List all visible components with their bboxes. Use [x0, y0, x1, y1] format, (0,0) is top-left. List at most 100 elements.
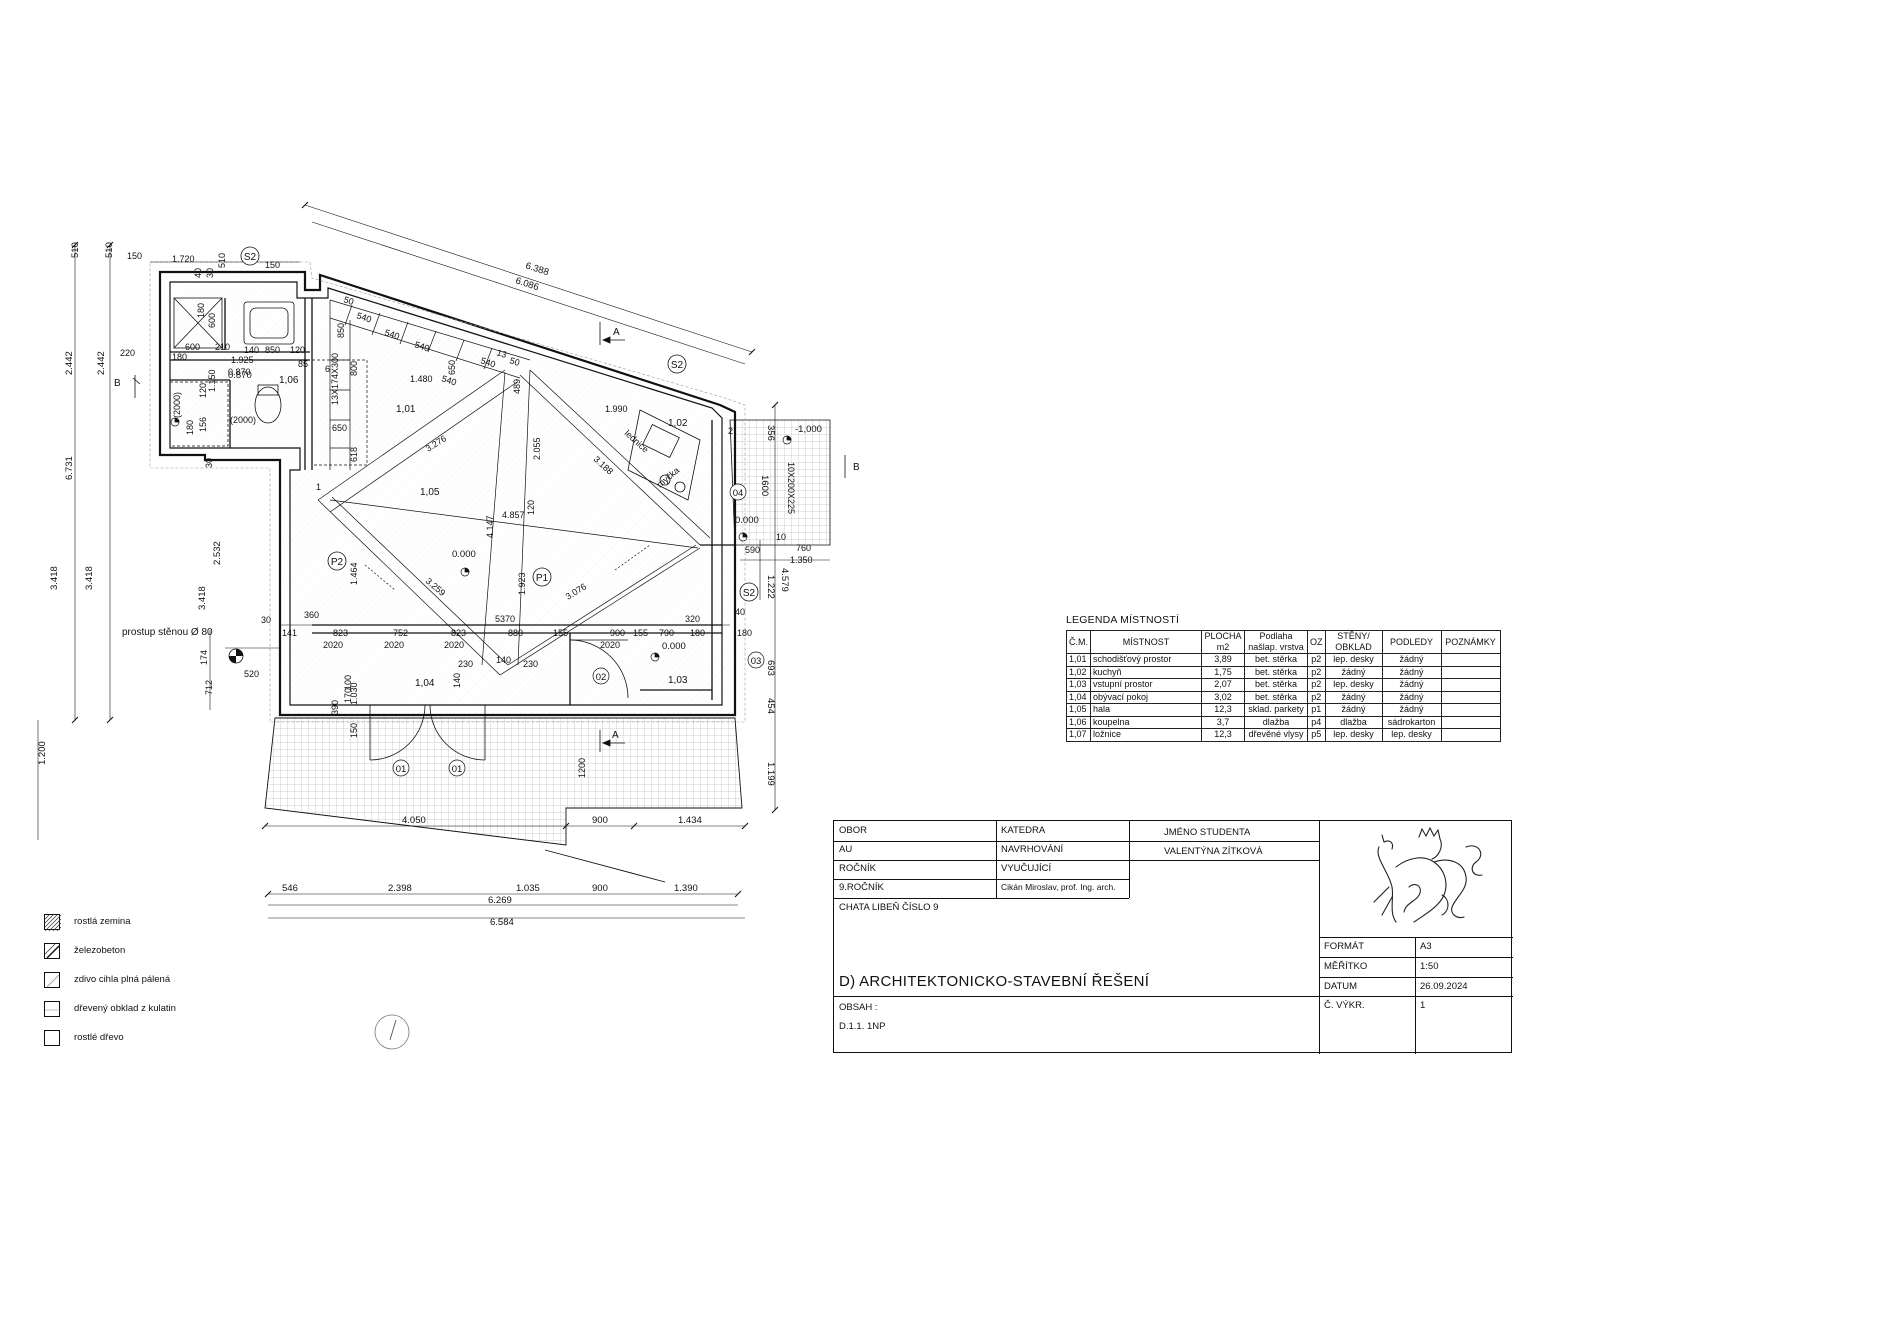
room-legend-cell: vstupní prostor [1090, 678, 1202, 692]
rocnik-value: 9.ROČNÍK [839, 882, 884, 893]
room-legend-cell: dřevěné vlysy [1244, 728, 1308, 742]
hatch-wood-icon [44, 1030, 60, 1046]
room-legend-cell [1440, 653, 1501, 667]
room-legend-cell: žádný [1381, 690, 1442, 704]
dim-bottom2-1035: 1.035 [516, 883, 540, 894]
dim-int: 752 [393, 628, 408, 638]
dim-right-454: 454 [765, 698, 776, 714]
room-legend-cell: 1,01 [1066, 653, 1091, 667]
dim-int: 520 [244, 669, 259, 679]
dim-int: 790 [659, 628, 674, 638]
dim-int: 360 [304, 610, 319, 620]
dim-int: 1.030 [349, 682, 359, 705]
room-legend-cell: sklad. parkety [1244, 703, 1308, 717]
room-id-1-02: 1,02 [668, 418, 688, 429]
dim-int: 13 [495, 347, 508, 360]
door-ids: 01 01 02 03 04 [392, 483, 765, 777]
dim-int: 1.480 [410, 374, 433, 384]
diagonal-beams [317, 369, 711, 676]
room-ids: 1,06 1,01 1,02 1,05 1,04 1,03 [279, 375, 688, 689]
dim-int: 174 [199, 650, 209, 665]
level-hall: 0.000 [452, 549, 476, 560]
stair-labels: 13X174X300 10X200X225 [330, 353, 796, 514]
dim-int: 50 [508, 355, 521, 368]
dim-bottom-900: 900 [592, 815, 608, 826]
marker-s2-roof: S2 [671, 360, 684, 371]
room-legend-cell: schodišťový prostor [1090, 653, 1202, 667]
dim-int: 489 [512, 379, 522, 394]
hatch-diagonal-icon [44, 914, 62, 932]
dim-int: 510 [217, 253, 227, 268]
material-legend-label: dřevený obklad z kulatin [74, 1003, 176, 1014]
dim-int: 540 [479, 355, 496, 369]
room-legend-cell: bet. stěrka [1244, 653, 1308, 667]
dim-int: 1.990 [605, 404, 628, 414]
room-legend-cell: žádný [1324, 690, 1383, 704]
dim-int: 150 [265, 260, 280, 270]
material-legend-label: zdivo cihla plná pálená [74, 974, 171, 985]
material-legend-label: železobeton [74, 945, 126, 956]
room-legend-cell: p2 [1307, 678, 1326, 692]
obsah-value: D.1.1. 1NP [839, 1021, 886, 1032]
dim-int: 5370 [495, 614, 515, 624]
dim-int: 600 [207, 313, 217, 328]
door-id-04: 04 [733, 488, 744, 499]
dim-int: 120 [290, 345, 305, 355]
dim-int: 590 [745, 545, 760, 555]
level-markers: 0.870 0.000 0.000 0.000 -1,000 [170, 370, 822, 662]
dim-int: 150 [349, 723, 359, 738]
room-legend-cell: 1,02 [1066, 665, 1091, 679]
dimension-ticks [71, 201, 779, 898]
dim-int: 141 [282, 628, 297, 638]
dim-top-outer: 6.388 [524, 260, 550, 278]
kitchen-fixtures [627, 409, 701, 501]
dim-int: 120 [198, 383, 208, 398]
dim-int: 85 [298, 359, 308, 369]
dim-int: 180 [196, 303, 206, 318]
bathroom-fixtures [169, 297, 295, 447]
room-id-1-06: 1,06 [279, 375, 299, 386]
room-id-1-05: 1,05 [420, 487, 440, 498]
header-steny: STĚNY/ OBKLAD [1324, 630, 1383, 654]
room-legend-cell [1440, 703, 1501, 717]
dim-right-356: 356 [765, 425, 776, 441]
dim-bottom-4050: 4.050 [402, 815, 426, 826]
room-legend-header: Č.M. MÍSTNOST PLOCHA m2 Podlaha našlap. … [1066, 630, 1501, 654]
section-markers: S2 S2 S2 P2 P1 [240, 246, 759, 602]
room-legend-cell [1440, 678, 1501, 692]
dim-int: 150 [127, 251, 142, 261]
dim-int: 1.150 [207, 369, 217, 392]
rocnik-label: ROČNÍK [839, 863, 876, 874]
dim-left-2532: 2.532 [212, 541, 223, 565]
level-kitchen-door: 0.000 [735, 515, 759, 526]
dim-int: 210 [215, 342, 230, 352]
cislo-label: Č. VÝKR. [1324, 1000, 1365, 1011]
material-legend-label: rostlá zemina [74, 916, 131, 927]
dim-left-2442-b: 2.442 [96, 351, 107, 375]
datum-label: DATUM [1324, 981, 1358, 992]
format-label: FORMÁT [1324, 941, 1365, 952]
room-legend-cell: p1 [1307, 703, 1326, 717]
dim-int: 1.350 [790, 555, 813, 565]
dim-int: 140 [452, 673, 462, 688]
outer-walls [149, 261, 746, 723]
dimension-texts: 6.388 6.086 510 510 2.442 2.442 6.731 3.… [37, 242, 790, 928]
datum-value: 26.09.2024 [1420, 981, 1468, 992]
room-legend-cell: p5 [1307, 728, 1326, 742]
dim-int: 140 [244, 345, 259, 355]
room-legend-cell: 12,3 [1201, 703, 1245, 717]
header-plocha: PLOCHA m2 [1201, 630, 1245, 654]
room-legend-cell: hala [1090, 703, 1202, 717]
section-letters: A A B B [114, 327, 860, 741]
dim-top-inner: 6.086 [514, 275, 540, 293]
dim-int: 1.720 [172, 254, 195, 264]
dim-int: 900 [610, 628, 625, 638]
room-legend-cell: bet. stěrka [1244, 665, 1308, 679]
level-bathroom: 0.870 [228, 370, 252, 381]
room-legend-cell: p2 [1307, 690, 1326, 704]
room-id-1-01: 1,01 [396, 404, 416, 415]
dim-int: 850 [265, 345, 280, 355]
